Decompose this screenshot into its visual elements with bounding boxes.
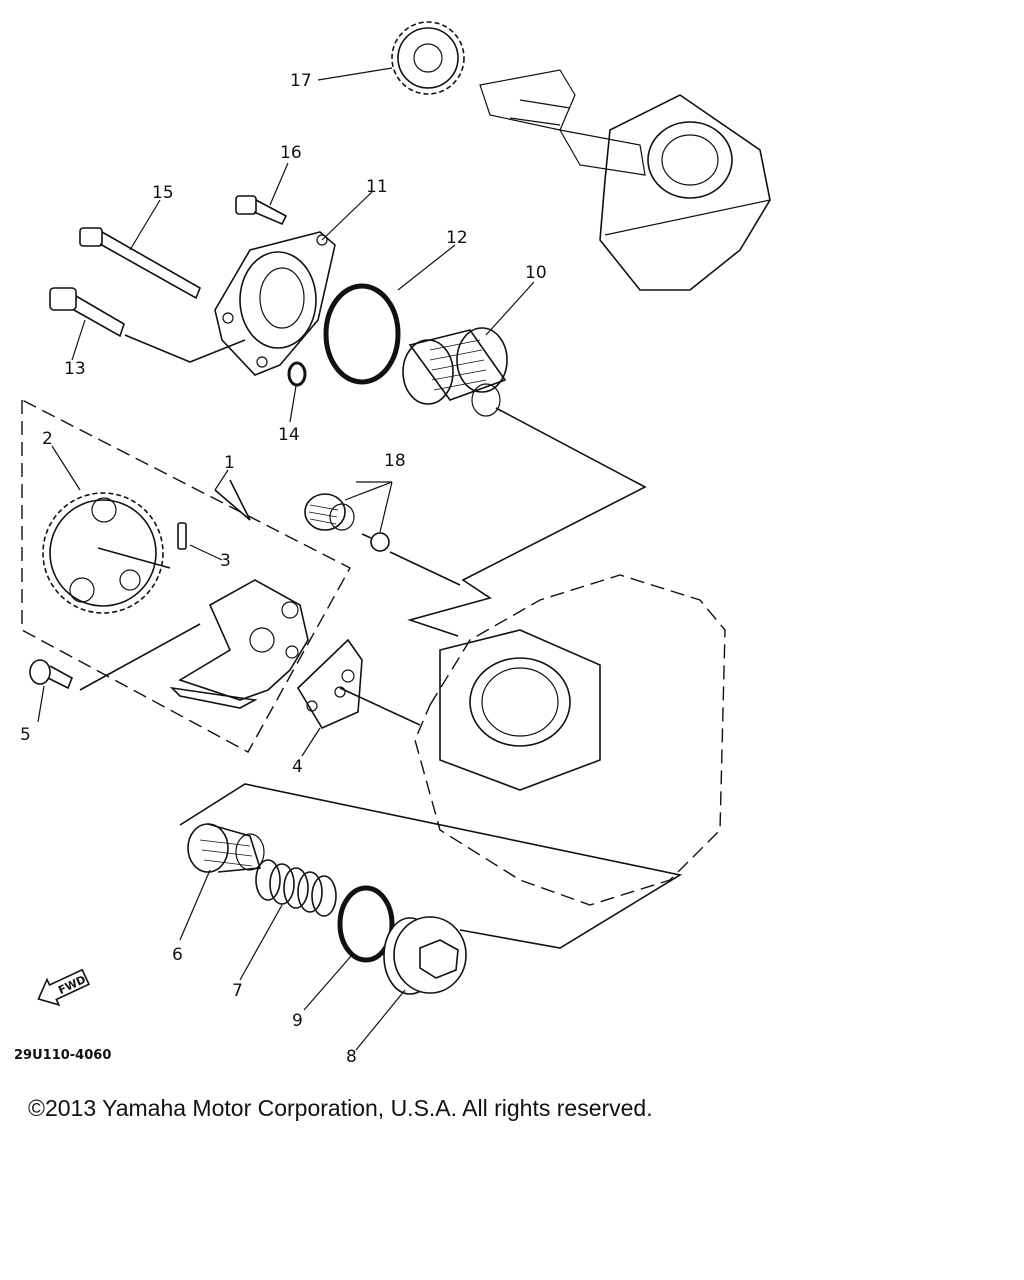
callout-9: 9	[292, 1011, 303, 1031]
part-18-drain-bolt-and-plug	[304, 493, 390, 552]
part-8-drain-plug	[383, 916, 467, 995]
part-13-bolt	[49, 287, 125, 338]
part-4-gasket	[296, 638, 363, 730]
callout-7: 7	[232, 981, 243, 1001]
pump-body	[169, 579, 309, 709]
oil-pump-exploded-diagram: FWD 17 16 15 11 12 10 13 14 18 1 2 3 5 4…	[20, 21, 771, 1067]
part-16-bolt	[235, 195, 288, 226]
part-17-sprocket	[391, 21, 465, 95]
part-10-oil-filter-element	[402, 327, 508, 417]
part-9-o-ring	[337, 885, 395, 963]
part-15-long-bolt	[79, 227, 202, 300]
callout-13: 13	[64, 359, 86, 379]
callout-6: 6	[172, 945, 183, 965]
part-12-o-ring	[323, 283, 401, 385]
callout-10: 10	[525, 263, 547, 283]
part-7-spring	[255, 859, 337, 917]
callout-1: 1	[224, 453, 235, 473]
fwd-label: FWD	[56, 973, 88, 997]
callout-4: 4	[292, 757, 303, 777]
part-5-screw	[29, 659, 74, 690]
callout-15: 15	[152, 183, 174, 203]
callout-3: 3	[220, 551, 231, 571]
part-3-pin	[177, 522, 187, 550]
part-11-filter-cover	[214, 231, 336, 376]
callout-16: 16	[280, 143, 302, 163]
callout-12: 12	[446, 228, 468, 248]
part-2-drive-gear	[42, 492, 171, 614]
callout-2: 2	[42, 429, 53, 449]
callout-17: 17	[290, 71, 312, 91]
diagram-reference-code: 29U110-4060	[14, 1048, 112, 1063]
part-6-strainer	[187, 823, 265, 873]
callout-5: 5	[20, 725, 31, 745]
crankshaft-assembly	[479, 69, 771, 291]
callout-8: 8	[346, 1047, 357, 1067]
callout-14: 14	[278, 425, 300, 445]
part-14-small-o-ring	[287, 361, 307, 387]
callout-18: 18	[384, 451, 406, 471]
fwd-direction-arrow: FWD	[37, 968, 91, 1007]
callout-11: 11	[366, 177, 388, 197]
crankcase	[414, 574, 726, 906]
copyright-notice: ©2013 Yamaha Motor Corporation, U.S.A. A…	[28, 1095, 653, 1121]
